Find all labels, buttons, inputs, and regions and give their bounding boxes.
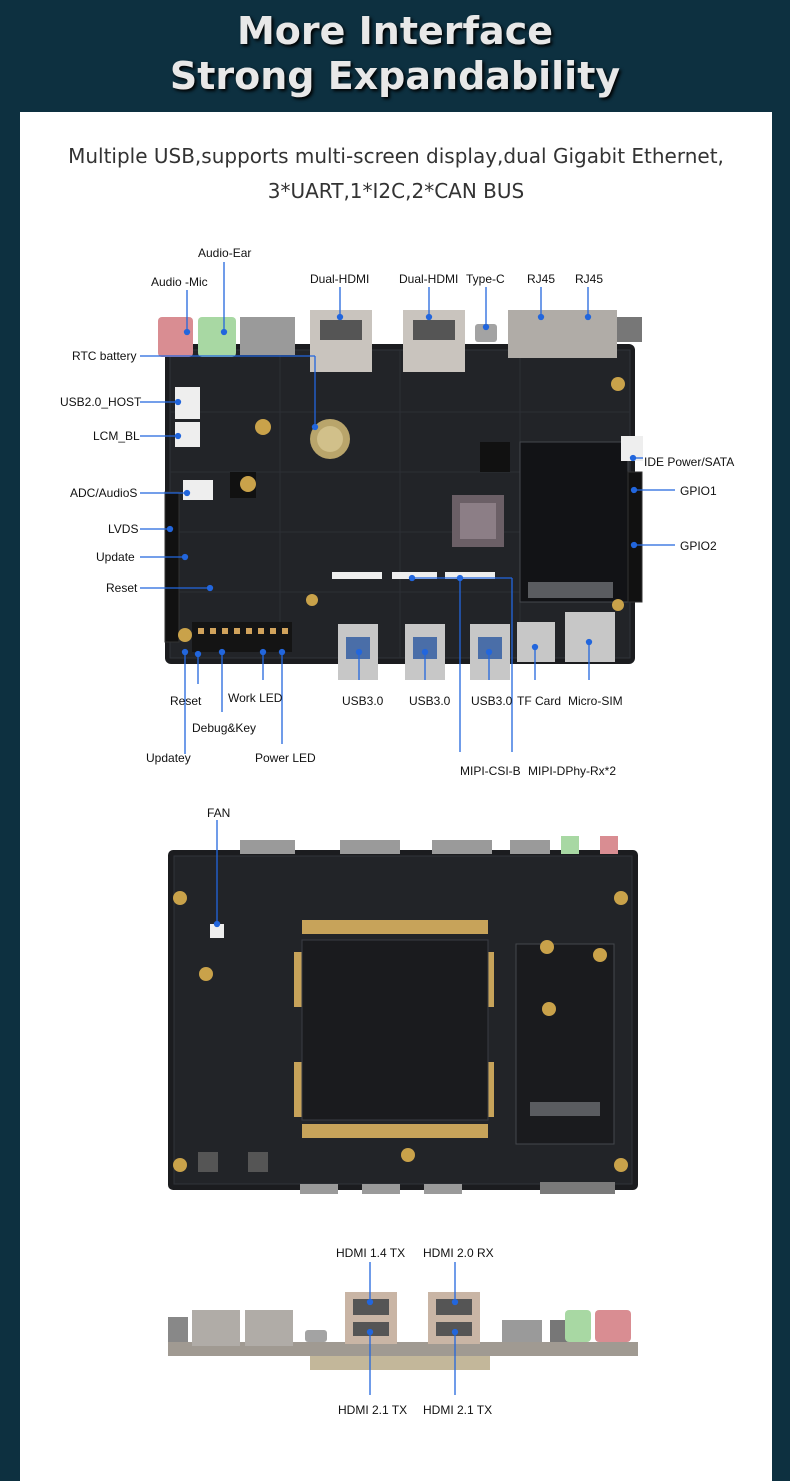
board-illustrations bbox=[140, 262, 675, 1395]
label-tf-card: TF Card bbox=[517, 694, 562, 708]
label-ide-power-sata: IDE Power/SATA bbox=[644, 455, 735, 469]
label-usb3-2: USB3.0 bbox=[409, 694, 451, 708]
label-lcm-bl: LCM_BL bbox=[93, 429, 140, 443]
header-banner: More Interface Strong Expandability bbox=[0, 0, 790, 112]
label-hdmi21-tx-1: HDMI 2.1 TX bbox=[338, 1403, 408, 1417]
label-mipi-dphy: MIPI-DPhy-Rx*2 bbox=[528, 764, 617, 778]
label-rtc-battery: RTC battery bbox=[72, 349, 137, 363]
subtitle-line-1: Multiple USB,supports multi-screen displ… bbox=[68, 144, 724, 168]
label-reset-bottom: Reset bbox=[170, 694, 202, 708]
top-board-image bbox=[158, 310, 643, 680]
label-dual-hdmi-1: Dual-HDMI bbox=[310, 272, 370, 286]
label-rj45-1: RJ45 bbox=[527, 272, 556, 286]
label-hdmi20-rx: HDMI 2.0 RX bbox=[423, 1246, 494, 1260]
label-usb2-host: USB2.0_HOST bbox=[60, 395, 142, 409]
label-dual-hdmi-2: Dual-HDMI bbox=[399, 272, 459, 286]
side-view-image bbox=[168, 1292, 638, 1370]
label-adc-audios: ADC/AudioS bbox=[70, 486, 138, 500]
label-audio-mic: Audio -Mic bbox=[151, 275, 208, 289]
label-gpio2: GPIO2 bbox=[680, 539, 717, 553]
label-work-led: Work LED bbox=[228, 691, 283, 705]
label-gpio1: GPIO1 bbox=[680, 484, 717, 498]
label-usb3-1: USB3.0 bbox=[342, 694, 384, 708]
title-line-2: Strong Expandability bbox=[169, 54, 621, 98]
label-type-c: Type-C bbox=[466, 272, 505, 286]
label-power-led: Power LED bbox=[255, 751, 316, 765]
label-mipi-csi-b: MIPI-CSI-B bbox=[460, 764, 521, 778]
top-leader-lines bbox=[140, 262, 675, 754]
label-reset-left: Reset bbox=[106, 581, 138, 595]
label-usb3-3: USB3.0 bbox=[471, 694, 513, 708]
label-audio-ear: Audio-Ear bbox=[198, 246, 252, 260]
subtitle-line-2: 3*UART,1*I2C,2*CAN BUS bbox=[267, 179, 525, 203]
label-debug-key: Debug&Key bbox=[192, 721, 257, 735]
content-panel: Multiple USB,supports multi-screen displ… bbox=[20, 112, 772, 1481]
label-lvds: LVDS bbox=[108, 522, 139, 536]
label-update: Update bbox=[96, 550, 135, 564]
label-updatey: Updatey bbox=[146, 751, 191, 765]
label-hdmi21-tx-2: HDMI 2.1 TX bbox=[423, 1403, 493, 1417]
back-board-image bbox=[168, 836, 638, 1194]
label-micro-sim: Micro-SIM bbox=[568, 694, 623, 708]
label-hdmi14-tx: HDMI 1.4 TX bbox=[336, 1246, 406, 1260]
label-rj45-2: RJ45 bbox=[575, 272, 604, 286]
label-fan: FAN bbox=[207, 806, 231, 820]
title-line-1: More Interface bbox=[236, 9, 553, 53]
